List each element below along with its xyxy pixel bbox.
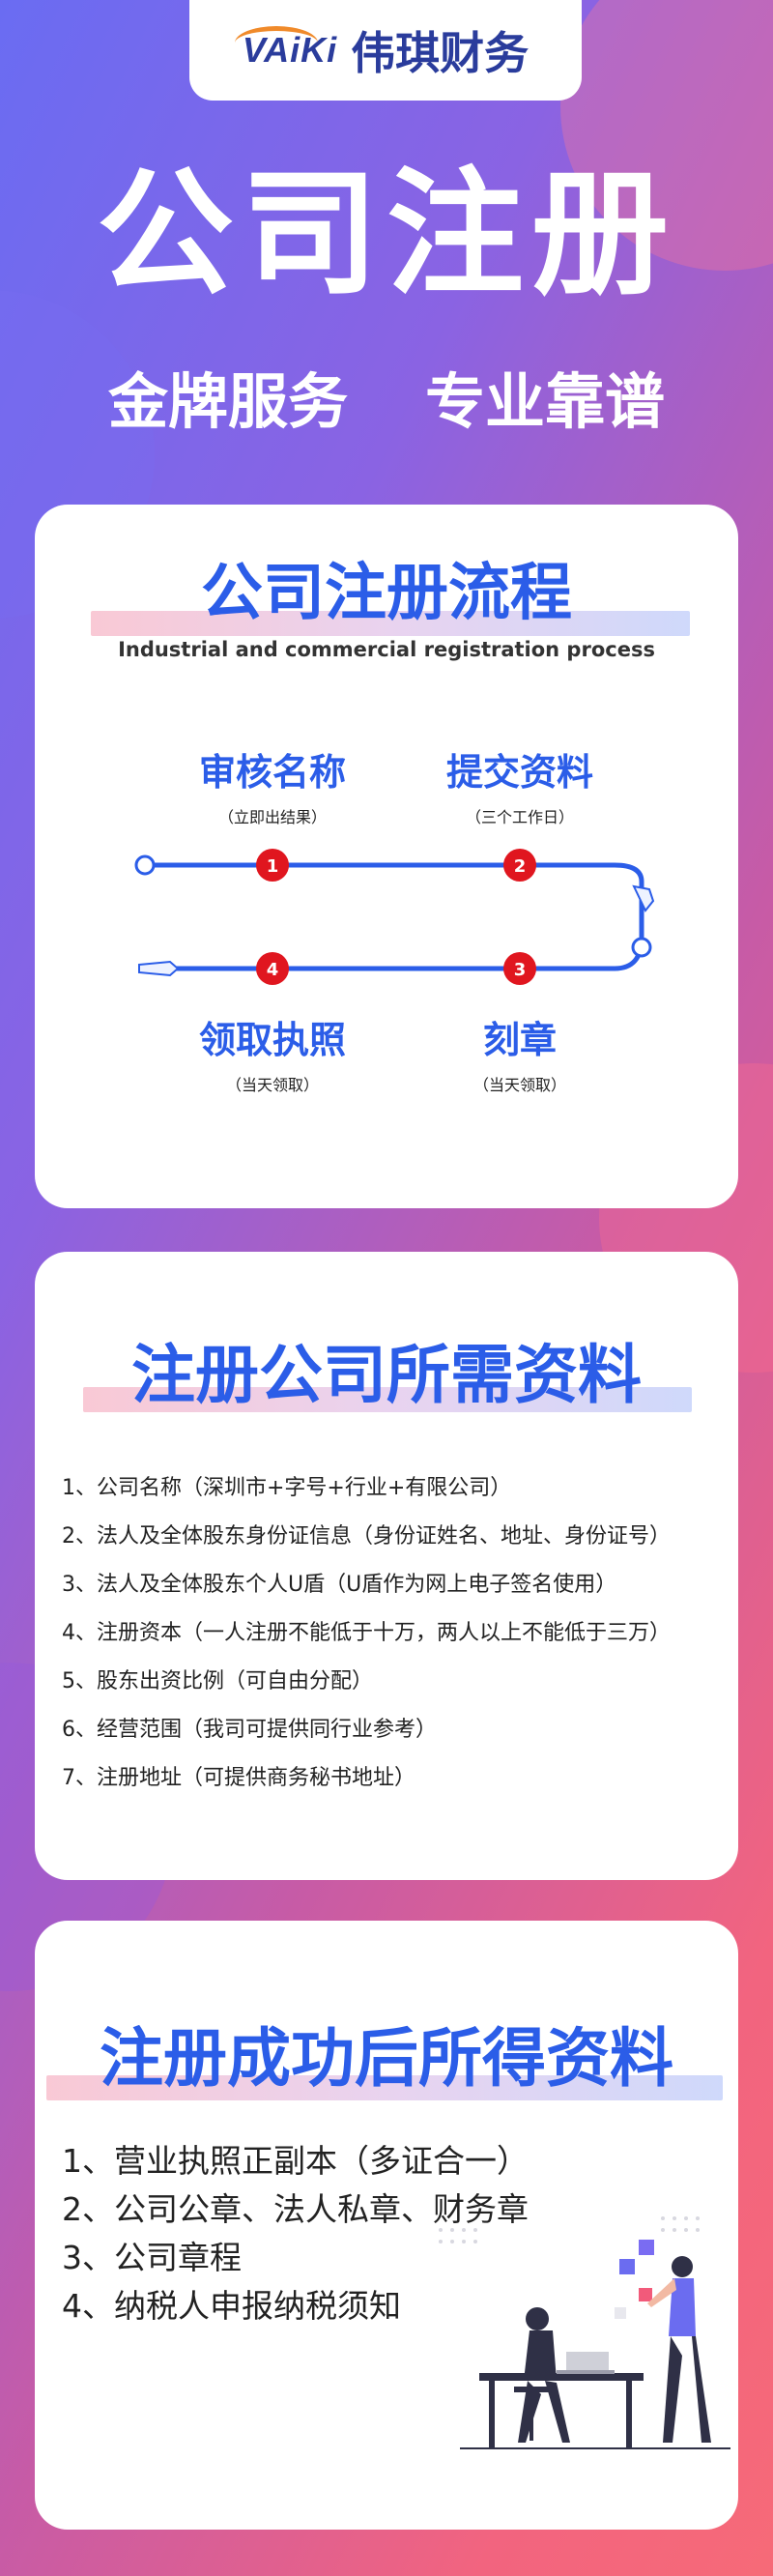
flow-line-top <box>147 862 644 911</box>
logo-mark: VAiKi <box>234 26 337 71</box>
step-1-note: （立即出结果） <box>217 808 327 826</box>
list-item: 5、股东出资比例（可自由分配） <box>62 1669 373 1693</box>
dot-grid-decoration <box>439 2216 700 2243</box>
list-item: 1、公司名称（深圳市+字号+行业+有限公司） <box>62 1476 512 1500</box>
hand-icon-left <box>138 960 180 977</box>
sticky-note-icon <box>639 2288 652 2301</box>
process-subtitle-en: Industrial and commercial registration p… <box>118 638 655 661</box>
step-number-2: 2 <box>514 856 527 877</box>
hero-title: 公司注册 <box>97 155 676 314</box>
process-title-band <box>91 611 690 636</box>
step-3: 刻章 （当天领取） <box>414 1022 626 1095</box>
process-card: 公司注册流程 Industrial and commercial registr… <box>35 505 738 1208</box>
step-2-name: 提交资料 <box>445 751 593 794</box>
list-item: 7、注册地址（可提供商务秘书地址） <box>62 1766 415 1790</box>
step-4-note: （当天领取） <box>225 1076 319 1094</box>
step-2-note: （三个工作日） <box>465 808 574 826</box>
person-standing-icon <box>647 2256 711 2443</box>
obtained-title-band <box>46 2075 723 2100</box>
hero-subtitle-right: 专业靠谱 <box>425 366 666 437</box>
list-item: 3、公司章程 <box>62 2239 242 2276</box>
hero-subtitle-left: 金牌服务 <box>107 366 348 437</box>
sticky-note-icon <box>615 2307 626 2319</box>
flow-start-dot <box>134 854 156 876</box>
list-item: 2、法人及全体股东身份证信息（身份证姓名、地址、身份证号） <box>62 1524 671 1548</box>
obtained-materials-card: 注册成功后所得资料 1、营业执照正副本（多证合一） 2、公司公章、法人私章、财务… <box>35 1921 738 2530</box>
process-flow-diagram: 1 2 3 4 <box>134 849 655 985</box>
required-list: 1、公司名称（深圳市+字号+行业+有限公司） 2、法人及全体股东身份证信息（身份… <box>62 1464 671 1803</box>
logo-name: 伟琪财务 <box>351 27 530 79</box>
step-2: 提交资料 （三个工作日） <box>414 754 626 827</box>
list-item: 4、纳税人申报纳税须知 <box>62 2287 401 2325</box>
list-item: 4、注册资本（一人注册不能低于十万，两人以上不能低于三万） <box>62 1621 671 1645</box>
step-marker-1: 1 <box>256 849 289 882</box>
step-4: 领取执照 （当天领取） <box>166 1022 379 1095</box>
step-3-note: （当天领取） <box>472 1076 566 1094</box>
step-1-name: 审核名称 <box>198 751 346 794</box>
step-1: 审核名称 （立即出结果） <box>166 754 379 827</box>
required-materials-card: 注册公司所需资料 1、公司名称（深圳市+字号+行业+有限公司） 2、法人及全体股… <box>35 1252 738 1880</box>
hero-subtitle: 金牌服务 专业靠谱 <box>0 372 773 432</box>
list-item: 1、营业执照正副本（多证合一） <box>62 2142 529 2180</box>
required-title-band <box>83 1387 692 1412</box>
obtained-title: 注册成功后所得资料 <box>100 2021 673 2096</box>
list-item: 3、法人及全体股东个人U盾（U盾作为网上电子签名使用） <box>62 1573 617 1597</box>
step-4-name: 领取执照 <box>198 1019 346 1061</box>
desk-icon <box>479 2352 644 2448</box>
process-title: 公司注册流程 <box>201 558 572 629</box>
flow-line-bottom <box>160 911 644 971</box>
sticky-note-icon <box>619 2259 635 2274</box>
sticky-note-icon <box>639 2240 654 2255</box>
list-item: 6、经营范围（我司可提供同行业参考） <box>62 1718 437 1742</box>
step-marker-4: 4 <box>256 952 289 985</box>
person-sitting-icon <box>514 2307 570 2443</box>
flow-turn-dot <box>631 937 652 958</box>
hand-icon-right <box>632 884 655 912</box>
logo: VAiKi 伟琪财务 <box>189 0 582 101</box>
step-number-1: 1 <box>267 856 279 877</box>
obtained-list: 1、营业执照正副本（多证合一） 2、公司公章、法人私章、财务章 3、公司章程 4… <box>62 2137 529 2330</box>
step-marker-3: 3 <box>503 952 536 985</box>
office-illustration <box>439 2216 730 2449</box>
step-number-4: 4 <box>267 960 279 980</box>
step-3-name: 刻章 <box>482 1019 557 1061</box>
step-marker-2: 2 <box>503 849 536 882</box>
step-number-3: 3 <box>514 960 527 980</box>
required-title: 注册公司所需资料 <box>131 1338 642 1412</box>
list-item: 2、公司公章、法人私章、财务章 <box>62 2190 529 2228</box>
